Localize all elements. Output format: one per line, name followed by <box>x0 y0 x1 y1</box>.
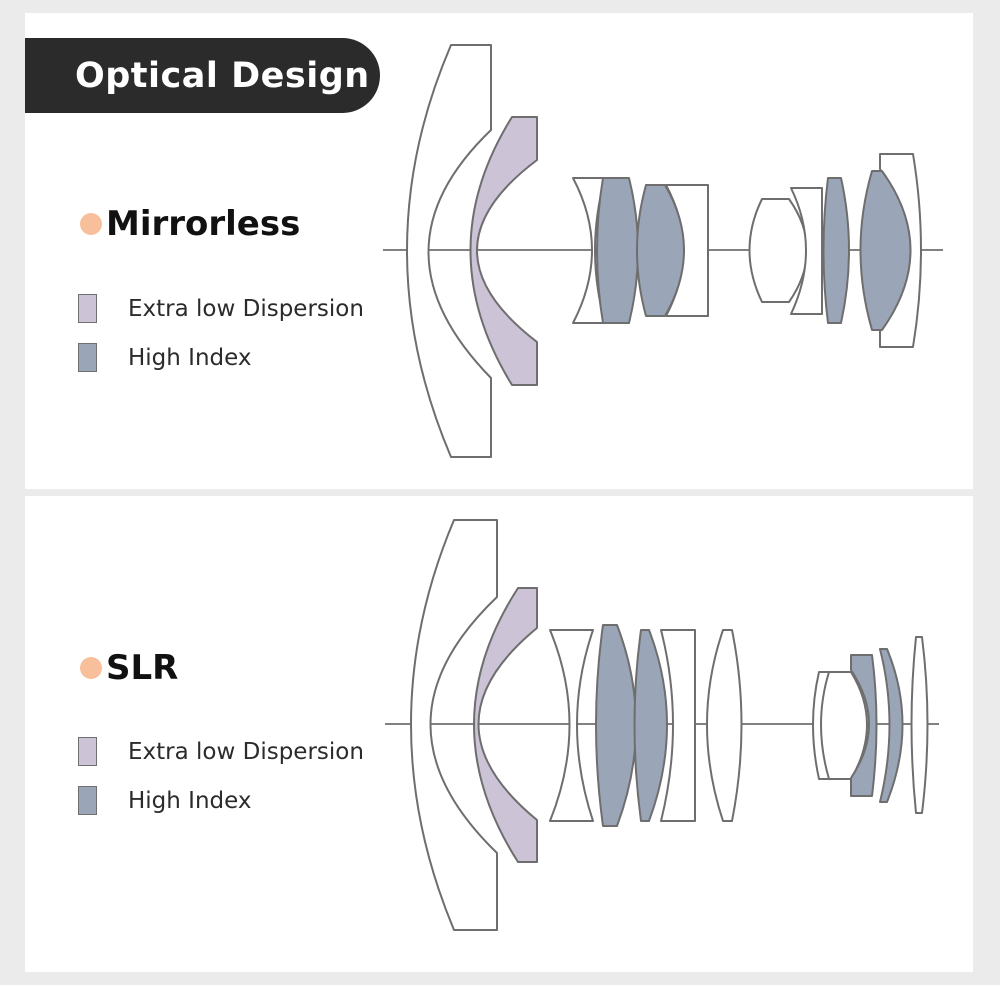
mirrorless-panel: Optical Design Mirrorless Extra low Disp… <box>25 13 973 489</box>
lens-element-5-hi <box>633 629 668 822</box>
hi-swatch-icon <box>78 786 97 815</box>
lens-element-11-hi <box>879 648 904 803</box>
lens-element-8 <box>790 187 823 315</box>
legend-item-hi: High Index <box>78 786 252 815</box>
legend-label-ed: Extra low Dispersion <box>128 295 364 322</box>
slr-heading-text: SLR <box>106 648 179 688</box>
lens-element-1 <box>406 44 492 458</box>
lens-element-7 <box>706 629 743 822</box>
ed-swatch-icon <box>78 294 97 323</box>
mirrorless-heading: Mirrorless <box>80 204 300 244</box>
lens-element-2-ed <box>473 587 538 863</box>
bullet-dot-icon <box>80 213 102 235</box>
legend-item-hi: High Index <box>78 343 252 372</box>
title-banner: Optical Design <box>25 38 380 113</box>
page-title: Optical Design <box>75 55 370 96</box>
lens-element-11-hi <box>859 170 912 331</box>
slr-heading: SLR <box>80 648 178 688</box>
legend-label-ed: Extra low Dispersion <box>128 738 364 765</box>
lens-element-6-hi <box>636 184 685 317</box>
ed-swatch-icon <box>78 737 97 766</box>
lens-element-7 <box>748 198 808 303</box>
lens-element-3 <box>549 629 594 822</box>
hi-swatch-icon <box>78 343 97 372</box>
lens-element-6 <box>660 629 696 822</box>
lens-element-2-ed <box>469 116 538 386</box>
slr-lens-diagram <box>385 519 939 931</box>
legend-item-ed: Extra low Dispersion <box>78 294 364 323</box>
bullet-dot-icon <box>80 657 102 679</box>
legend-label-hi: High Index <box>128 344 252 371</box>
lens-element-1 <box>410 519 498 931</box>
lens-element-4-hi <box>596 177 639 324</box>
lens-element-12 <box>910 636 929 814</box>
lens-element-4-hi <box>595 624 637 827</box>
lens-element-9-hi <box>822 177 850 324</box>
legend-item-ed: Extra low Dispersion <box>78 737 364 766</box>
slr-panel: SLR Extra low Dispersion High Index <box>25 496 973 972</box>
legend-label-hi: High Index <box>128 787 252 814</box>
lens-element-10-hi <box>850 654 878 797</box>
mirrorless-lens-diagram <box>383 44 943 458</box>
mirrorless-heading-text: Mirrorless <box>106 204 301 244</box>
